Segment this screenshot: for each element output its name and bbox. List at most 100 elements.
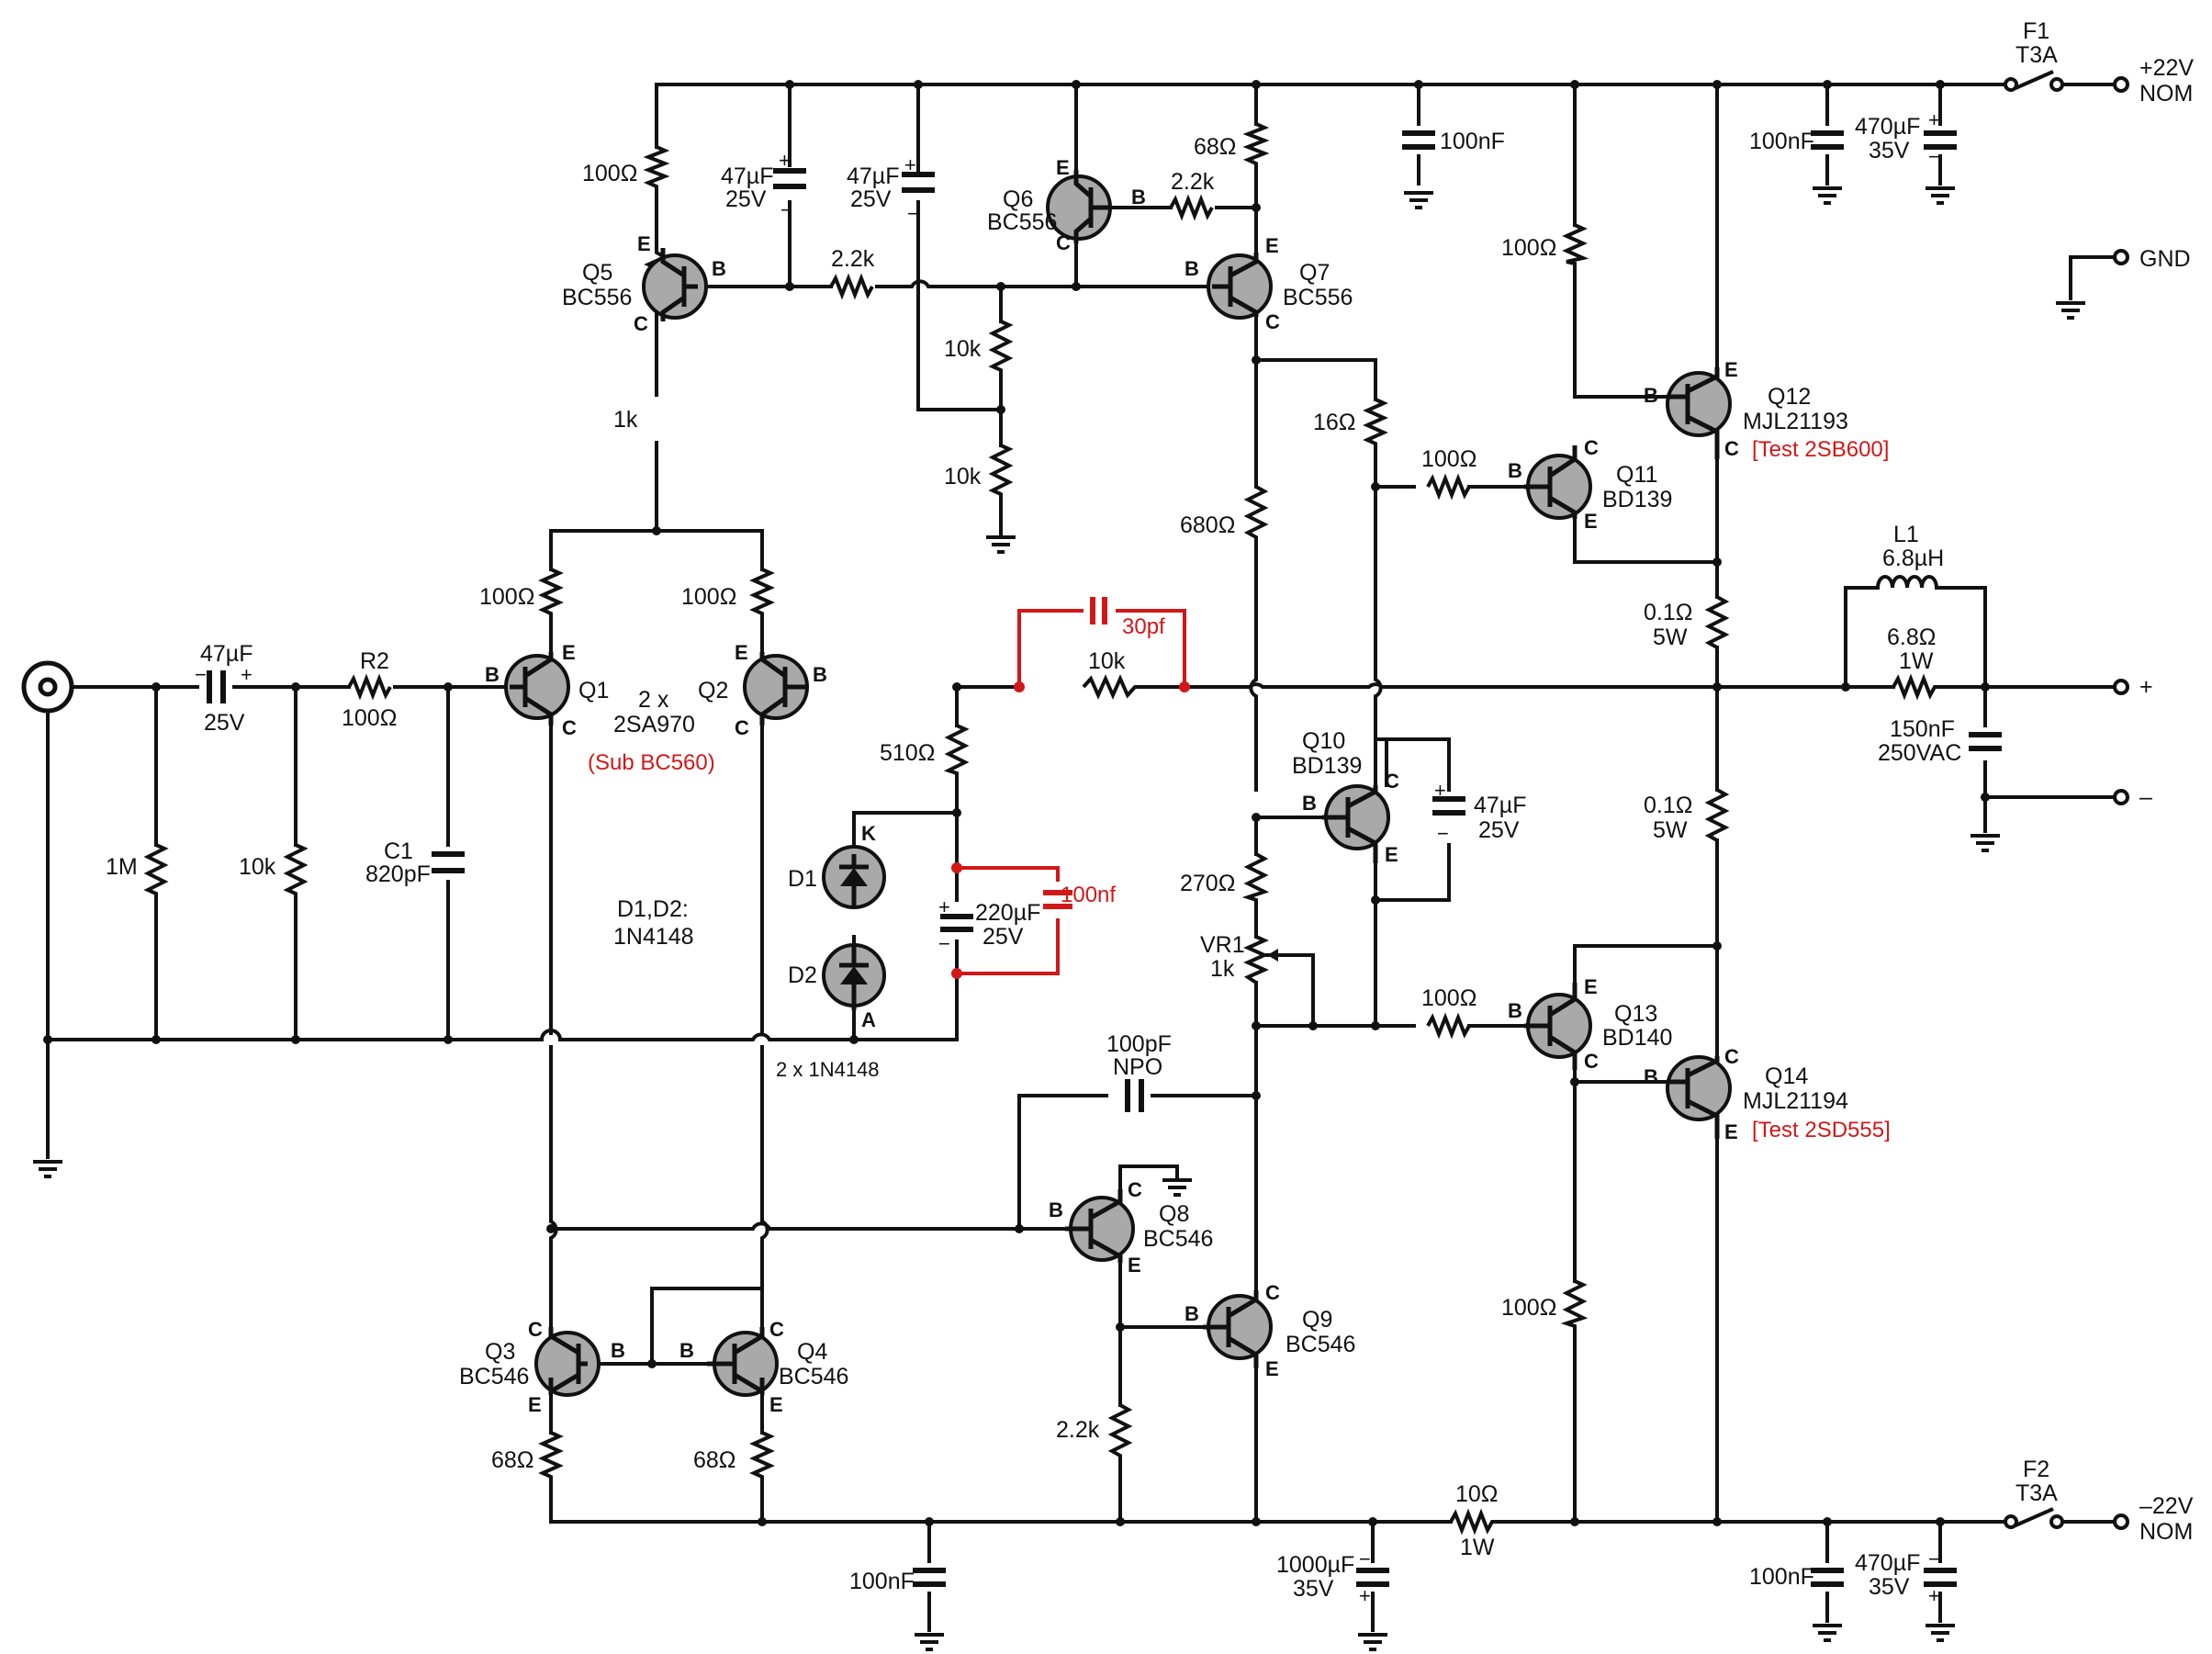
label-q1: Q1: [578, 678, 609, 703]
gnd-label: GND: [2139, 246, 2191, 272]
label-r-1m: 1M: [106, 854, 138, 880]
label-r-q1e: 100Ω: [479, 584, 534, 610]
label-diode-note-1: D1,D2:: [617, 896, 689, 922]
label-q8: Q8: [1159, 1201, 1189, 1227]
pin-q11-e: E: [1584, 510, 1598, 533]
label-q12-test: [Test 2SB600]: [1752, 437, 1889, 462]
pin-q2-b: B: [813, 663, 827, 686]
label-r-out-val: 6.8Ω: [1887, 624, 1936, 650]
f1-rating: T3A: [2016, 42, 2058, 68]
label-c-s1-100n: 100nF: [1749, 129, 1814, 154]
label-c-in-val: 47µF: [200, 641, 253, 667]
pin-q11-b: B: [1508, 459, 1522, 482]
neg-supply-nom: NOM: [2139, 1519, 2193, 1545]
label-c-s2-470-v: 35V: [1869, 1574, 1910, 1600]
pin-q4-b: B: [679, 1339, 694, 1362]
label-c-47b-val: 47µF: [847, 163, 899, 189]
label-c-in-v: 25V: [204, 710, 245, 736]
pos-supply-nom: NOM: [2139, 81, 2193, 107]
label-c-1000-val: 1000µF: [1276, 1552, 1354, 1578]
pin-q10-b: B: [1302, 792, 1317, 815]
label-r-q5q7b: 2.2k: [831, 246, 875, 272]
label-l1-name: L1: [1893, 522, 1919, 547]
svg-text:+: +: [241, 663, 253, 686]
label-r-e1-val: 0.1Ω: [1644, 600, 1692, 625]
pin-q11-c: C: [1584, 436, 1599, 459]
label-d1: D1: [788, 866, 817, 892]
f2-label: F2: [2023, 1457, 2049, 1482]
neg-supply-label: –22V: [2139, 1493, 2194, 1519]
fuses: [2004, 70, 2064, 1529]
pin-q3-b: B: [611, 1339, 625, 1362]
f2-rating: T3A: [2016, 1480, 2058, 1506]
label-diode-note-2: 1N4148: [613, 924, 694, 950]
label-q5: Q5: [582, 260, 612, 286]
pin-q1-b: B: [485, 663, 500, 686]
label-c-220-val: 220µF: [975, 900, 1040, 926]
label-r-q11c: 100Ω: [1501, 235, 1556, 261]
label-r-top68: 68Ω: [1194, 134, 1237, 160]
label-q9: Q9: [1302, 1307, 1332, 1333]
label-q14-test: [Test 2SD555]: [1752, 1118, 1891, 1142]
svg-text:+: +: [1434, 779, 1446, 802]
label-r-q9b: 2.2k: [1056, 1417, 1100, 1443]
label-c-zobel-val: 150nF: [1890, 716, 1955, 742]
label-q14-type: MJL21194: [1743, 1088, 1848, 1114]
label-q12: Q12: [1768, 384, 1811, 410]
label-q12-pair-2: 2SA970: [613, 712, 695, 737]
pin-q6-b: B: [1131, 186, 1146, 208]
label-q12-sub: (Sub BC560): [588, 750, 715, 775]
transistors: [504, 170, 1732, 1397]
label-r-q3e: 68Ω: [491, 1447, 534, 1473]
label-c-q10-val: 47µF: [1474, 793, 1526, 818]
pin-q13-e: E: [1584, 975, 1598, 998]
pin-q13-c: C: [1584, 1050, 1599, 1073]
label-c1-val: 820pF: [365, 861, 431, 887]
label-r-e2-val: 0.1Ω: [1644, 793, 1692, 818]
label-c-top-100n: 100nF: [1440, 129, 1505, 154]
pin-q9-c: C: [1265, 1281, 1280, 1304]
label-q6: Q6: [1003, 186, 1033, 212]
label-c-s2-470-val: 470µF: [1855, 1550, 1920, 1576]
label-c-s1-470-v: 35V: [1869, 138, 1910, 163]
pin-q2-c: C: [735, 716, 749, 739]
pin-q7-b: B: [1185, 257, 1199, 280]
label-q13-type: BD140: [1602, 1025, 1672, 1051]
label-diode-note-3: 2 x 1N4148: [776, 1058, 880, 1081]
label-c-bot-100n: 100nF: [849, 1569, 915, 1594]
pin-q7-c: C: [1265, 310, 1280, 333]
pin-q4-e: E: [769, 1393, 783, 1416]
out-plus-label: +: [2139, 674, 2153, 700]
pos-supply-label: +22V: [2139, 55, 2194, 81]
svg-text:+: +: [1928, 108, 1940, 131]
pin-q1-e: E: [562, 641, 576, 664]
label-q7-type: BC556: [1283, 285, 1353, 310]
svg-text:−: −: [1437, 822, 1449, 845]
label-r-10k-a: 10k: [944, 336, 982, 362]
label-r-fb: 10k: [1088, 648, 1126, 674]
label-r-10-val: 10Ω: [1455, 1481, 1499, 1507]
label-r-q4e: 68Ω: [693, 1447, 736, 1473]
label-vr1-name: VR1: [1200, 932, 1245, 958]
pin-q4-c: C: [769, 1318, 784, 1341]
pin-q7-e: E: [1265, 234, 1279, 257]
label-r-10-w: 1W: [1460, 1535, 1495, 1560]
label-c-s1-470-val: 470µF: [1855, 114, 1920, 140]
label-q4-type: BC546: [779, 1364, 848, 1390]
label-c-220-v: 25V: [982, 924, 1024, 950]
label-q8-type: BC546: [1143, 1226, 1213, 1252]
label-r-out-w: 1W: [1899, 648, 1934, 674]
diodes: [822, 845, 886, 1010]
label-r2-name: R2: [360, 648, 389, 674]
label-c-47b-v: 25V: [850, 186, 892, 212]
label-q11-type: BD139: [1602, 487, 1672, 512]
label-r2-val: 100Ω: [342, 705, 397, 731]
svg-text:+: +: [1359, 1584, 1371, 1607]
pin-q9-e: E: [1265, 1357, 1279, 1380]
label-q13: Q13: [1614, 1001, 1657, 1027]
svg-text:+: +: [938, 895, 950, 918]
label-c-s2-100n: 100nF: [1749, 1564, 1814, 1590]
label-q12-type: MJL21193: [1743, 409, 1848, 434]
pin-q9-b: B: [1185, 1302, 1199, 1325]
